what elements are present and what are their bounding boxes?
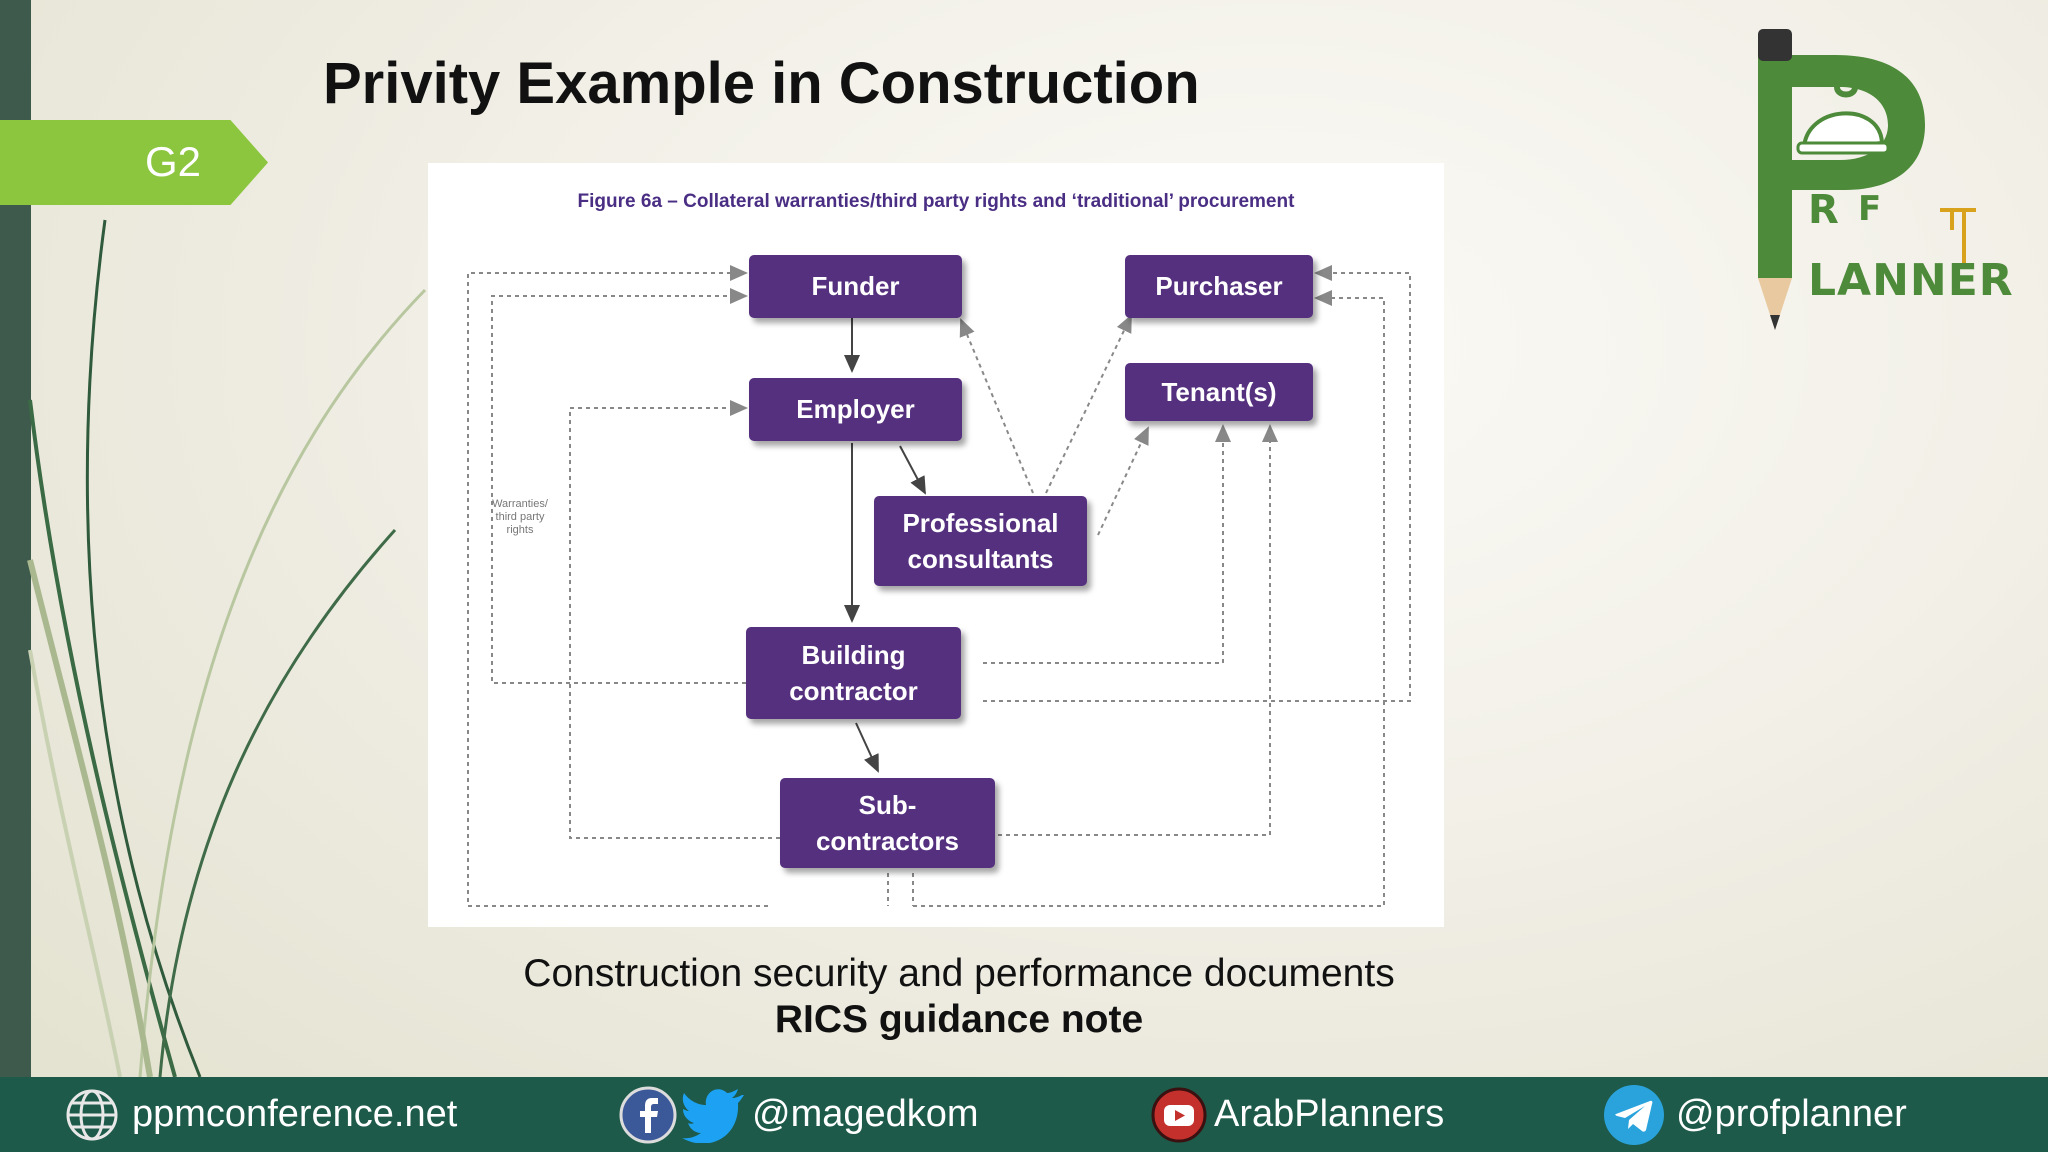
figure-title: Figure 6a – Collateral warranties/third …	[577, 191, 1295, 212]
telegram-icon	[1604, 1084, 1664, 1145]
twitter-handle: @magedkom	[752, 1093, 979, 1135]
warranties-label: Warranties/ third party rights	[492, 498, 548, 537]
node-professional-consultants: Professional consultants	[874, 496, 1087, 586]
node-purchaser: Purchaser	[1125, 255, 1313, 318]
decorative-grass-lines	[27, 219, 427, 1077]
youtube-icon	[1151, 1087, 1207, 1142]
footer-bar: ppmconference.net @magedkom ArabPlanners…	[0, 1077, 2048, 1152]
youtube-channel: ArabPlanners	[1214, 1093, 1445, 1135]
slide-title: Privity Example in Construction	[323, 51, 1200, 116]
node-funder: Funder	[749, 255, 962, 318]
logo-word: LANNER	[1808, 255, 2014, 306]
footer-youtube[interactable]: ArabPlanners	[1150, 1077, 1444, 1152]
section-tag-label: G2	[145, 138, 202, 185]
logo-letter-r: R	[1808, 187, 1839, 233]
globe-icon	[66, 1089, 118, 1140]
twitter-icon	[682, 1088, 744, 1143]
website-text: ppmconference.net	[132, 1093, 458, 1135]
node-building-contractor: Building contractor	[746, 627, 961, 719]
facebook-icon	[619, 1086, 677, 1143]
logo-letter-f: F	[1858, 189, 1882, 229]
node-tenants: Tenant(s)	[1125, 363, 1313, 421]
telegram-handle: @profplanner	[1676, 1093, 1907, 1135]
prof-planner-logo: R F LANNER	[1740, 25, 2013, 350]
node-employer: Employer	[749, 378, 962, 441]
pencil-helmet-icon	[1758, 29, 1976, 330]
node-subcontractors: Sub- contractors	[780, 778, 995, 868]
footer-website[interactable]: ppmconference.net	[64, 1077, 457, 1152]
footer-telegram[interactable]: @profplanner	[1602, 1077, 1907, 1152]
caption-line-1: Construction security and performance do…	[523, 952, 1395, 995]
diagram-connectors	[467, 265, 1411, 907]
section-tag: G2	[0, 120, 268, 205]
footer-social[interactable]: @magedkom	[618, 1077, 979, 1152]
caption-line-2: RICS guidance note	[774, 998, 1144, 1041]
procurement-diagram: Figure 6a – Collateral warranties/third …	[428, 163, 1444, 927]
